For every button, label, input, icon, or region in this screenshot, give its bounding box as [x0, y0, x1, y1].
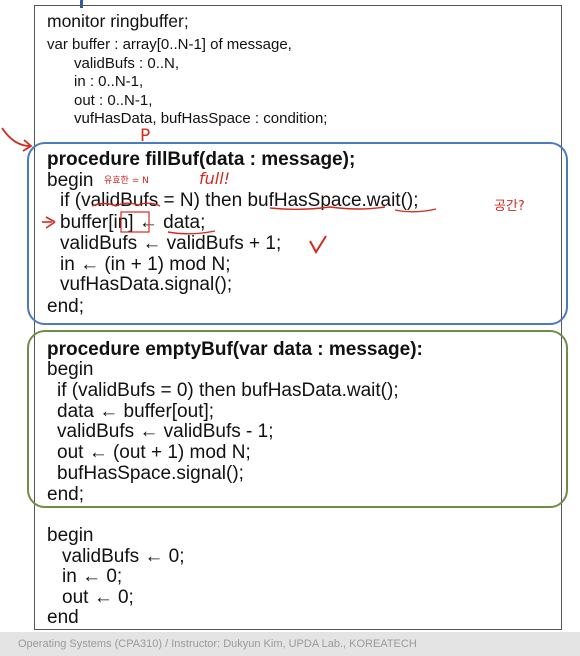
init-end: end: [47, 607, 79, 628]
code-line-in: in : 0..N-1,: [74, 73, 144, 90]
footer-caption: Operating Systems (CPA310) / Instructor:…: [18, 638, 417, 650]
init-out: out ← 0;: [62, 587, 134, 608]
init-validbufs: validBufs ← 0;: [62, 546, 185, 567]
code-line-out: out : 0..N-1,: [74, 92, 153, 109]
fillbuf-signal: vufHasData.signal();: [60, 274, 233, 295]
init-begin: begin: [47, 525, 94, 546]
code-line-var-buffer: var buffer : array[0..N-1] of message,: [47, 36, 292, 53]
fillbuf-if-wait: if (validBufs = N) then bufHasSpace.wait…: [60, 190, 419, 211]
code-line-validbufs: validBufs : 0..N,: [74, 55, 180, 72]
fillbuf-buffer-assign: buffer[in] ← data;: [60, 212, 206, 233]
fillbuf-signature: procedure fillBuf(data : message);: [47, 149, 356, 170]
fillbuf-begin: begin: [47, 170, 94, 191]
init-in: in ← 0;: [62, 566, 123, 587]
emptybuf-data-assign: data ← buffer[out];: [57, 401, 215, 422]
emptybuf-validbufs-dec: validBufs ← validBufs - 1;: [57, 421, 274, 442]
slide-decoration-arc: [80, 0, 97, 8]
emptybuf-highlight-frame: [27, 330, 568, 508]
slide-footer: Operating Systems (CPA310) / Instructor:…: [0, 632, 580, 656]
emptybuf-signature: procedure emptyBuf(var data : message):: [47, 339, 423, 360]
code-line-conditions: vufHasData, bufHasSpace : condition;: [74, 110, 328, 127]
fillbuf-highlight-frame: [27, 142, 568, 325]
fillbuf-validbufs-inc: validBufs ← validBufs + 1;: [60, 233, 282, 254]
fillbuf-end: end;: [47, 296, 84, 317]
emptybuf-out-advance: out ← (out + 1) mod N;: [57, 442, 251, 463]
margin-arrow-curve: [1, 127, 31, 147]
emptybuf-end: end;: [47, 484, 84, 505]
code-line-monitor: monitor ringbuffer;: [47, 11, 189, 31]
emptybuf-begin: begin: [47, 359, 94, 380]
emptybuf-if-wait: if (validBufs = 0) then bufHasData.wait(…: [57, 380, 399, 401]
fillbuf-in-advance: in ← (in + 1) mod N;: [60, 254, 231, 275]
emptybuf-signal: bufHasSpace.signal();: [57, 463, 244, 484]
